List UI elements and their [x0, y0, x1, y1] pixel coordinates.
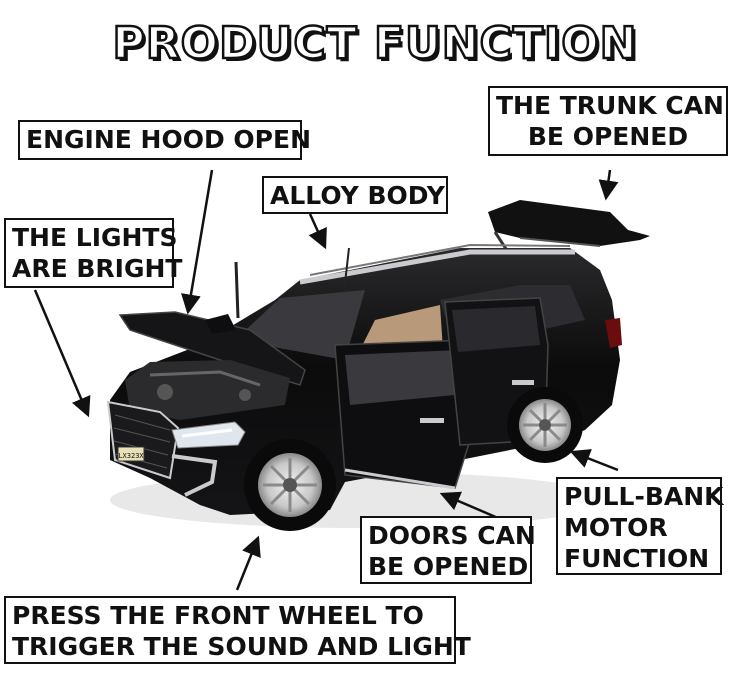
label-alloy-body-text: ALLOY BODY: [270, 181, 445, 210]
label-lights-line2: ARE BRIGHT: [12, 254, 183, 283]
label-trunk-line1: THE TRUNK CAN: [496, 91, 724, 120]
label-pullback-line2: MOTOR: [564, 513, 668, 542]
label-trunk: THE TRUNK CAN BE OPENED: [488, 86, 728, 156]
tail-light: [605, 318, 622, 348]
label-pullback-line1: PULL-BANK: [564, 482, 724, 511]
label-press-wheel-line1: PRESS THE FRONT WHEEL TO: [12, 601, 424, 630]
label-doors: DOORS CAN BE OPENED: [360, 516, 536, 584]
rear-wheel: [507, 387, 583, 463]
label-alloy-body: ALLOY BODY: [262, 176, 448, 214]
arrow-doors: [439, 491, 499, 520]
plate-text: LX323X: [118, 452, 144, 460]
label-press-wheel: PRESS THE FRONT WHEEL TO TRIGGER THE SOU…: [4, 596, 471, 664]
page-title: PRODUCT FUNCTION: [111, 17, 638, 71]
license-plate: [117, 446, 145, 462]
engine-hood: [118, 311, 306, 386]
label-engine-hood-text: ENGINE HOOD OPEN: [26, 125, 311, 154]
arrow-trunk: [598, 169, 619, 201]
label-pullback-line3: FUNCTION: [564, 544, 710, 573]
arrow-lights: [33, 289, 91, 418]
label-press-wheel-line2: TRIGGER THE SOUND AND LIGHT: [12, 632, 471, 661]
front-wheel: [244, 439, 336, 531]
label-trunk-line2: BE OPENED: [527, 122, 689, 151]
label-lights: THE LIGHTS ARE BRIGHT: [4, 218, 183, 288]
arrow-alloy-body: [308, 213, 327, 250]
arrow-engine-hood: [181, 169, 214, 315]
label-pullback: PULL-BANK MOTOR FUNCTION: [556, 477, 724, 575]
label-doors-line1: DOORS CAN: [368, 521, 536, 550]
trunk-lid: [488, 200, 650, 246]
roof-rail: [299, 249, 575, 285]
label-doors-line2: BE OPENED: [368, 552, 529, 581]
label-lights-line1: THE LIGHTS: [12, 223, 178, 252]
headlight: [171, 421, 246, 449]
arrow-pullback: [569, 449, 619, 472]
arrow-press-wheel: [235, 535, 261, 591]
label-engine-hood: ENGINE HOOD OPEN: [18, 120, 311, 160]
side-mirror: [205, 314, 236, 334]
